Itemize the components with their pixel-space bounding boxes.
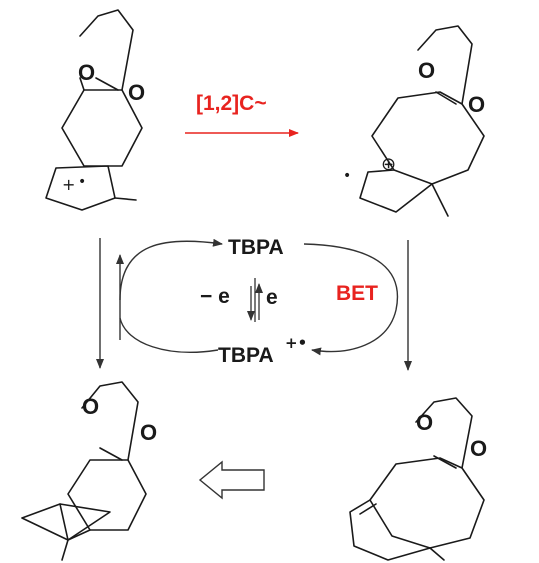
- bet-label: BET: [336, 282, 378, 305]
- tbpa-label: TBPA: [228, 236, 284, 259]
- hollow-arrow: [198, 460, 265, 500]
- oxygen-atom: O: [78, 60, 95, 85]
- minus-electron-label: − e: [200, 285, 230, 308]
- oxygen-atom: O: [418, 58, 435, 83]
- oxygen-atom: O: [128, 80, 145, 105]
- oxygen-atom: O: [470, 436, 487, 461]
- catalytic-cycle: TBPA TBPA +• − e e BET: [96, 236, 412, 371]
- molecule-spiro-radical-cation: O O + •: [45, 9, 145, 211]
- tbpa-radical-cation-label: TBPA: [218, 344, 274, 367]
- oxygen-atom: O: [416, 410, 433, 435]
- molecule-bicyclobutane-product: O O: [21, 381, 157, 561]
- rearrangement-label: [1,2]C~: [196, 92, 267, 115]
- plus-charge: +: [62, 175, 75, 194]
- oxygen-atom: O: [82, 394, 99, 419]
- oxygen-atom: O: [468, 92, 485, 117]
- molecule-alkene-product: O O: [349, 397, 487, 561]
- radical-dot: •: [343, 168, 351, 184]
- oxygen-atom: O: [140, 420, 157, 445]
- rearrangement-step: [1,2]C~: [185, 92, 299, 137]
- radical-dot: •: [78, 174, 86, 190]
- molecule-ring-expanded-cation: O O ⊕ •: [343, 25, 485, 217]
- radical-cation-charge: +•: [285, 334, 307, 352]
- circled-plus-charge: ⊕: [381, 154, 396, 175]
- plus-electron-label: e: [266, 286, 278, 309]
